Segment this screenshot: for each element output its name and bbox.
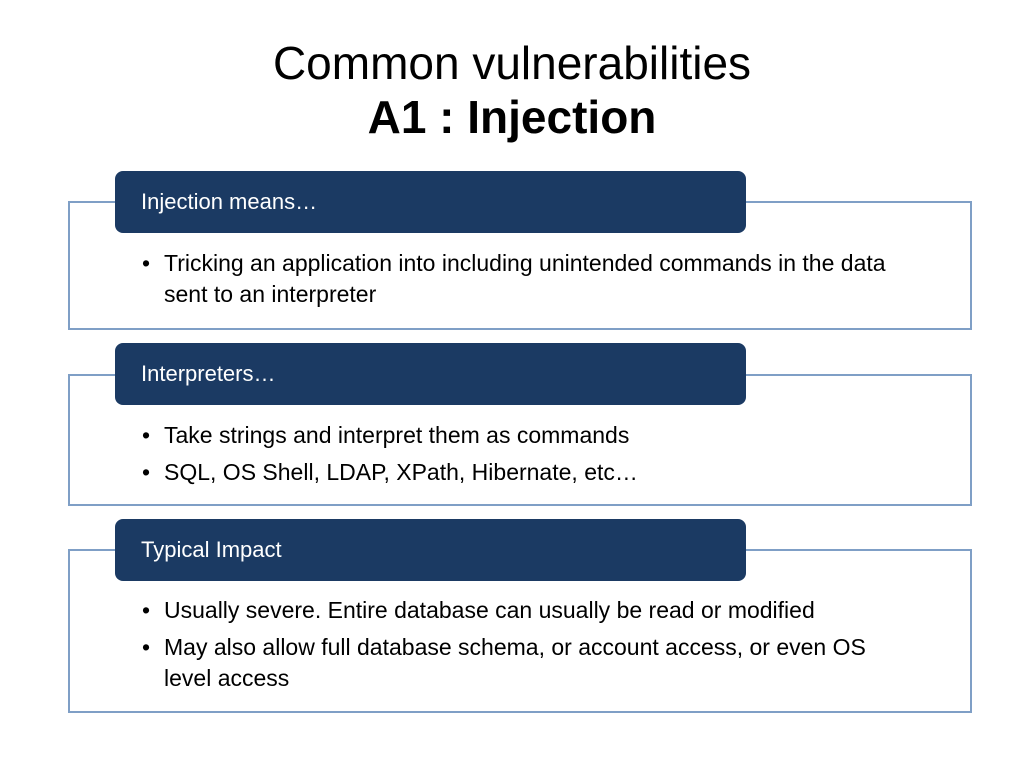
section-header-injection-means: Injection means… bbox=[115, 171, 746, 233]
slide-title-line1: Common vulnerabilities bbox=[272, 37, 752, 89]
section-header-interpreters: Interpreters… bbox=[115, 343, 746, 405]
bullet-text: May also allow full database schema, or … bbox=[164, 634, 866, 691]
bullet-dot: • bbox=[142, 250, 151, 276]
bullet-dot: • bbox=[142, 597, 151, 623]
bullet-list-injection-means: • Tricking an application into including… bbox=[140, 248, 900, 316]
list-item: • Usually severe. Entire database can us… bbox=[140, 595, 900, 626]
bullet-text: Usually severe. Entire database can usua… bbox=[164, 597, 815, 623]
section-header-typical-impact: Typical Impact bbox=[115, 519, 746, 581]
bullet-dot: • bbox=[142, 459, 151, 485]
list-item: • SQL, OS Shell, LDAP, XPath, Hibernate,… bbox=[140, 457, 900, 488]
list-item: • Tricking an application into including… bbox=[140, 248, 900, 310]
slide-title: Common vulnerabilities A1 : Injection bbox=[0, 36, 1024, 144]
slide-title-line2: A1 : Injection bbox=[367, 91, 657, 143]
bullet-text: Take strings and interpret them as comma… bbox=[164, 422, 630, 448]
bullet-list-typical-impact: • Usually severe. Entire database can us… bbox=[140, 595, 900, 700]
bullet-dot: • bbox=[142, 422, 151, 448]
bullet-text: Tricking an application into including u… bbox=[164, 250, 886, 307]
bullet-dot: • bbox=[142, 634, 151, 660]
list-item: • Take strings and interpret them as com… bbox=[140, 420, 900, 451]
bullet-text: SQL, OS Shell, LDAP, XPath, Hibernate, e… bbox=[164, 459, 638, 485]
bullet-list-interpreters: • Take strings and interpret them as com… bbox=[140, 420, 900, 494]
list-item: • May also allow full database schema, o… bbox=[140, 632, 900, 694]
